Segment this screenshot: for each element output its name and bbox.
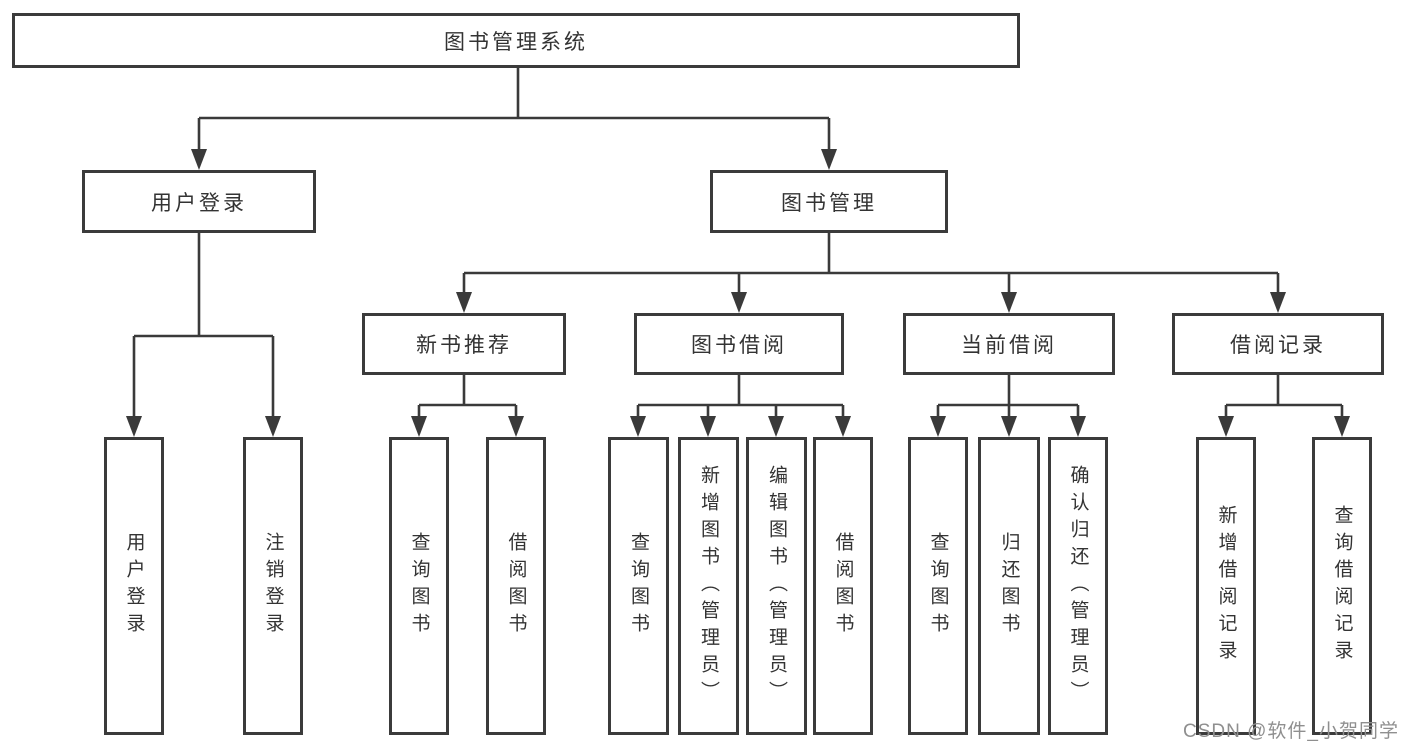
leaf-label: 确认归还（管理员）	[1067, 464, 1089, 708]
node-current-borrow: 当前借阅	[903, 313, 1115, 375]
leaf-add-borrow-record: 新增借阅记录	[1196, 437, 1256, 735]
node-new-book-recommend: 新书推荐	[362, 313, 566, 375]
leaf-label: 新增图书（管理员）	[698, 464, 719, 708]
leaf-add-books-admin: 新增图书（管理员）	[678, 437, 739, 735]
leaf-label: 归还图书	[998, 532, 1020, 640]
leaf-label: 编辑图书（管理员）	[766, 464, 787, 708]
node-label: 图书管理	[781, 191, 877, 215]
node-borrow-records: 借阅记录	[1172, 313, 1384, 375]
node-library-management-system: 图书管理系统	[12, 13, 1020, 68]
leaf-label: 借阅图书	[832, 532, 854, 640]
node-label: 图书借阅	[691, 334, 787, 357]
leaf-label: 注销登录	[262, 532, 284, 640]
node-label: 新书推荐	[416, 334, 512, 357]
leaf-label: 借阅图书	[505, 532, 527, 640]
node-label: 当前借阅	[961, 334, 1057, 357]
leaf-return-books: 归还图书	[978, 437, 1040, 735]
leaf-query-books-borrow: 查询图书	[608, 437, 669, 735]
node-user-login: 用户登录	[82, 170, 316, 233]
leaf-borrow-books: 借阅图书	[813, 437, 873, 735]
leaf-label: 查询图书	[628, 532, 649, 640]
leaf-label: 查询图书	[927, 532, 949, 640]
csdn-watermark: CSDN @软件_小贺同学	[1183, 721, 1399, 742]
leaf-edit-books-admin: 编辑图书（管理员）	[746, 437, 807, 735]
leaf-confirm-return-admin: 确认归还（管理员）	[1048, 437, 1108, 735]
node-book-management: 图书管理	[710, 170, 948, 233]
node-label: 图书管理系统	[444, 30, 588, 54]
leaf-query-borrow-record: 查询借阅记录	[1312, 437, 1372, 735]
leaf-user-login: 用户登录	[104, 437, 164, 735]
leaf-label: 用户登录	[123, 532, 145, 640]
node-book-borrow: 图书借阅	[634, 313, 844, 375]
leaf-query-books-current: 查询图书	[908, 437, 968, 735]
leaf-query-books-recommend: 查询图书	[389, 437, 449, 735]
leaf-borrow-books-recommend: 借阅图书	[486, 437, 546, 735]
node-label: 借阅记录	[1230, 334, 1326, 357]
leaf-label: 查询借阅记录	[1331, 505, 1353, 667]
leaf-label: 新增借阅记录	[1215, 505, 1237, 667]
node-label: 用户登录	[151, 191, 247, 215]
leaf-logout: 注销登录	[243, 437, 303, 735]
arrowheads	[126, 149, 1350, 437]
leaf-label: 查询图书	[408, 532, 430, 640]
